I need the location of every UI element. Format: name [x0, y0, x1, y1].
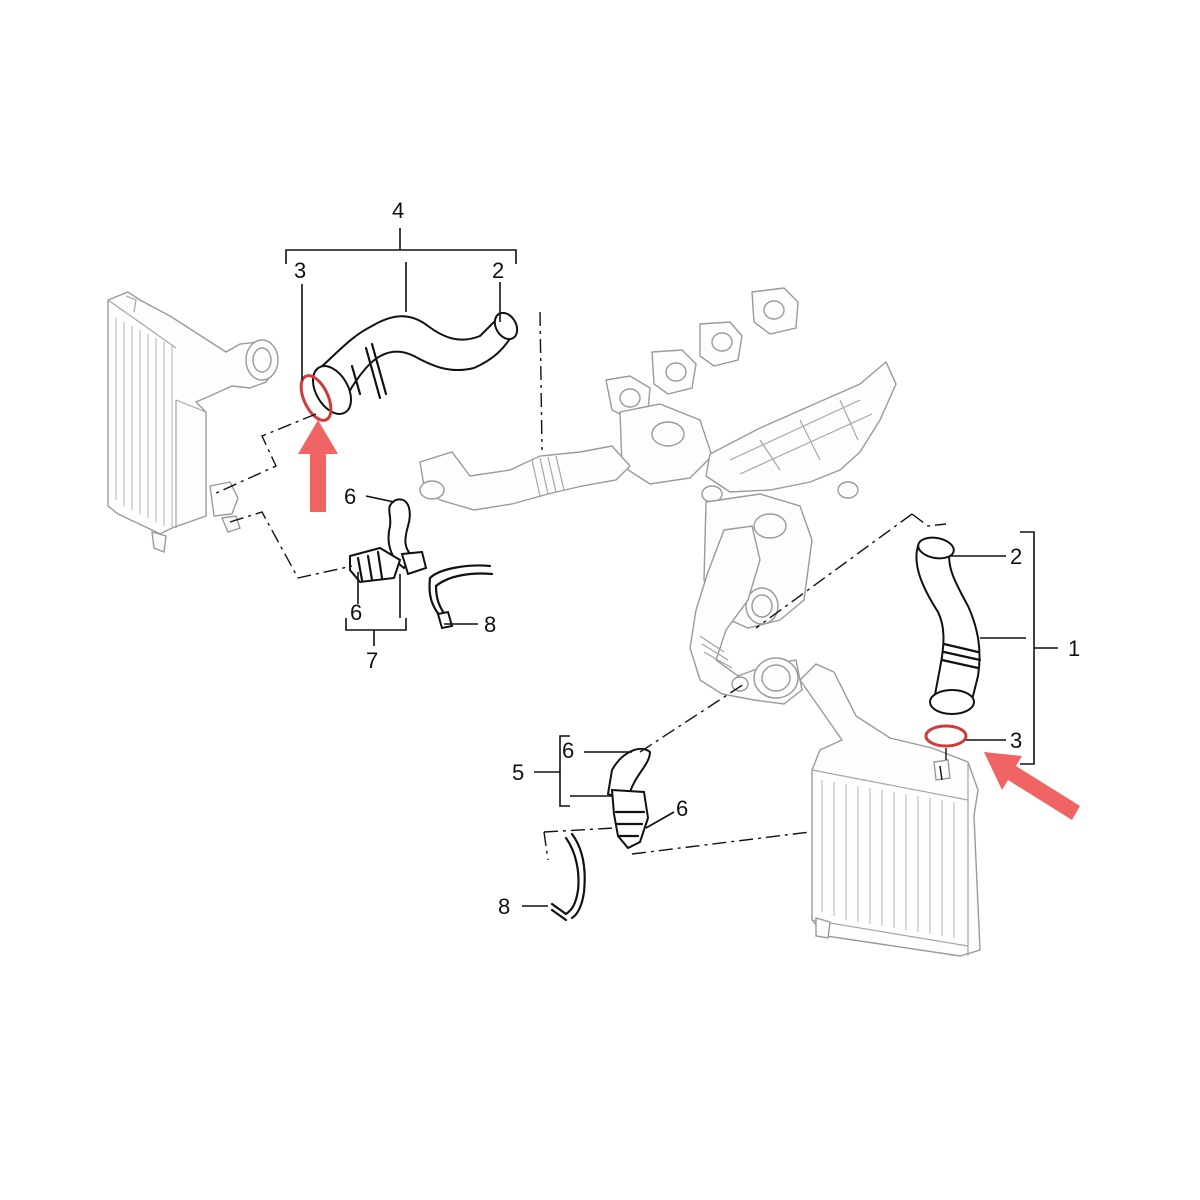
callout-left-hose-end: 2 [492, 258, 504, 283]
callout-left-seal: 3 [294, 258, 306, 283]
callout-group-1: 1 [1068, 636, 1080, 661]
callout-right-vent-pipe: 8 [498, 894, 510, 919]
left-intercooler [107, 291, 279, 553]
callout-left-upper-connector: 6 [344, 484, 356, 509]
callout-right-seal: 3 [1010, 728, 1022, 753]
left-breather-hoses [349, 498, 494, 630]
left-charge-air-hose [299, 311, 519, 422]
callout-left-vent-pipe: 8 [484, 612, 496, 637]
callout-left-assembly: 7 [366, 648, 378, 673]
callout-group-5: 5 [512, 760, 524, 785]
right-charge-air-hose [915, 536, 982, 748]
right-seal-ring [924, 724, 968, 748]
right-highlight-arrow [984, 752, 1080, 820]
right-intercooler [799, 663, 981, 957]
callout-labels: 4 3 2 6 6 7 8 2 1 3 5 6 6 8 [294, 198, 1080, 919]
connection-lines [213, 311, 947, 861]
callout-right-lower-connector: 6 [676, 796, 688, 821]
callout-leaders [285, 228, 1058, 907]
left-highlight-arrow [298, 420, 338, 512]
turbocharger-assembly [419, 287, 897, 705]
highlight-arrows [298, 420, 1080, 820]
callout-right-upper-connector: 6 [562, 738, 574, 763]
callout-group-4: 4 [392, 198, 404, 223]
left-seal-ring [299, 374, 333, 422]
callout-right-hose-end: 2 [1010, 544, 1022, 569]
callout-left-lower-connector: 6 [350, 600, 362, 625]
right-breather-hoses [550, 747, 652, 922]
